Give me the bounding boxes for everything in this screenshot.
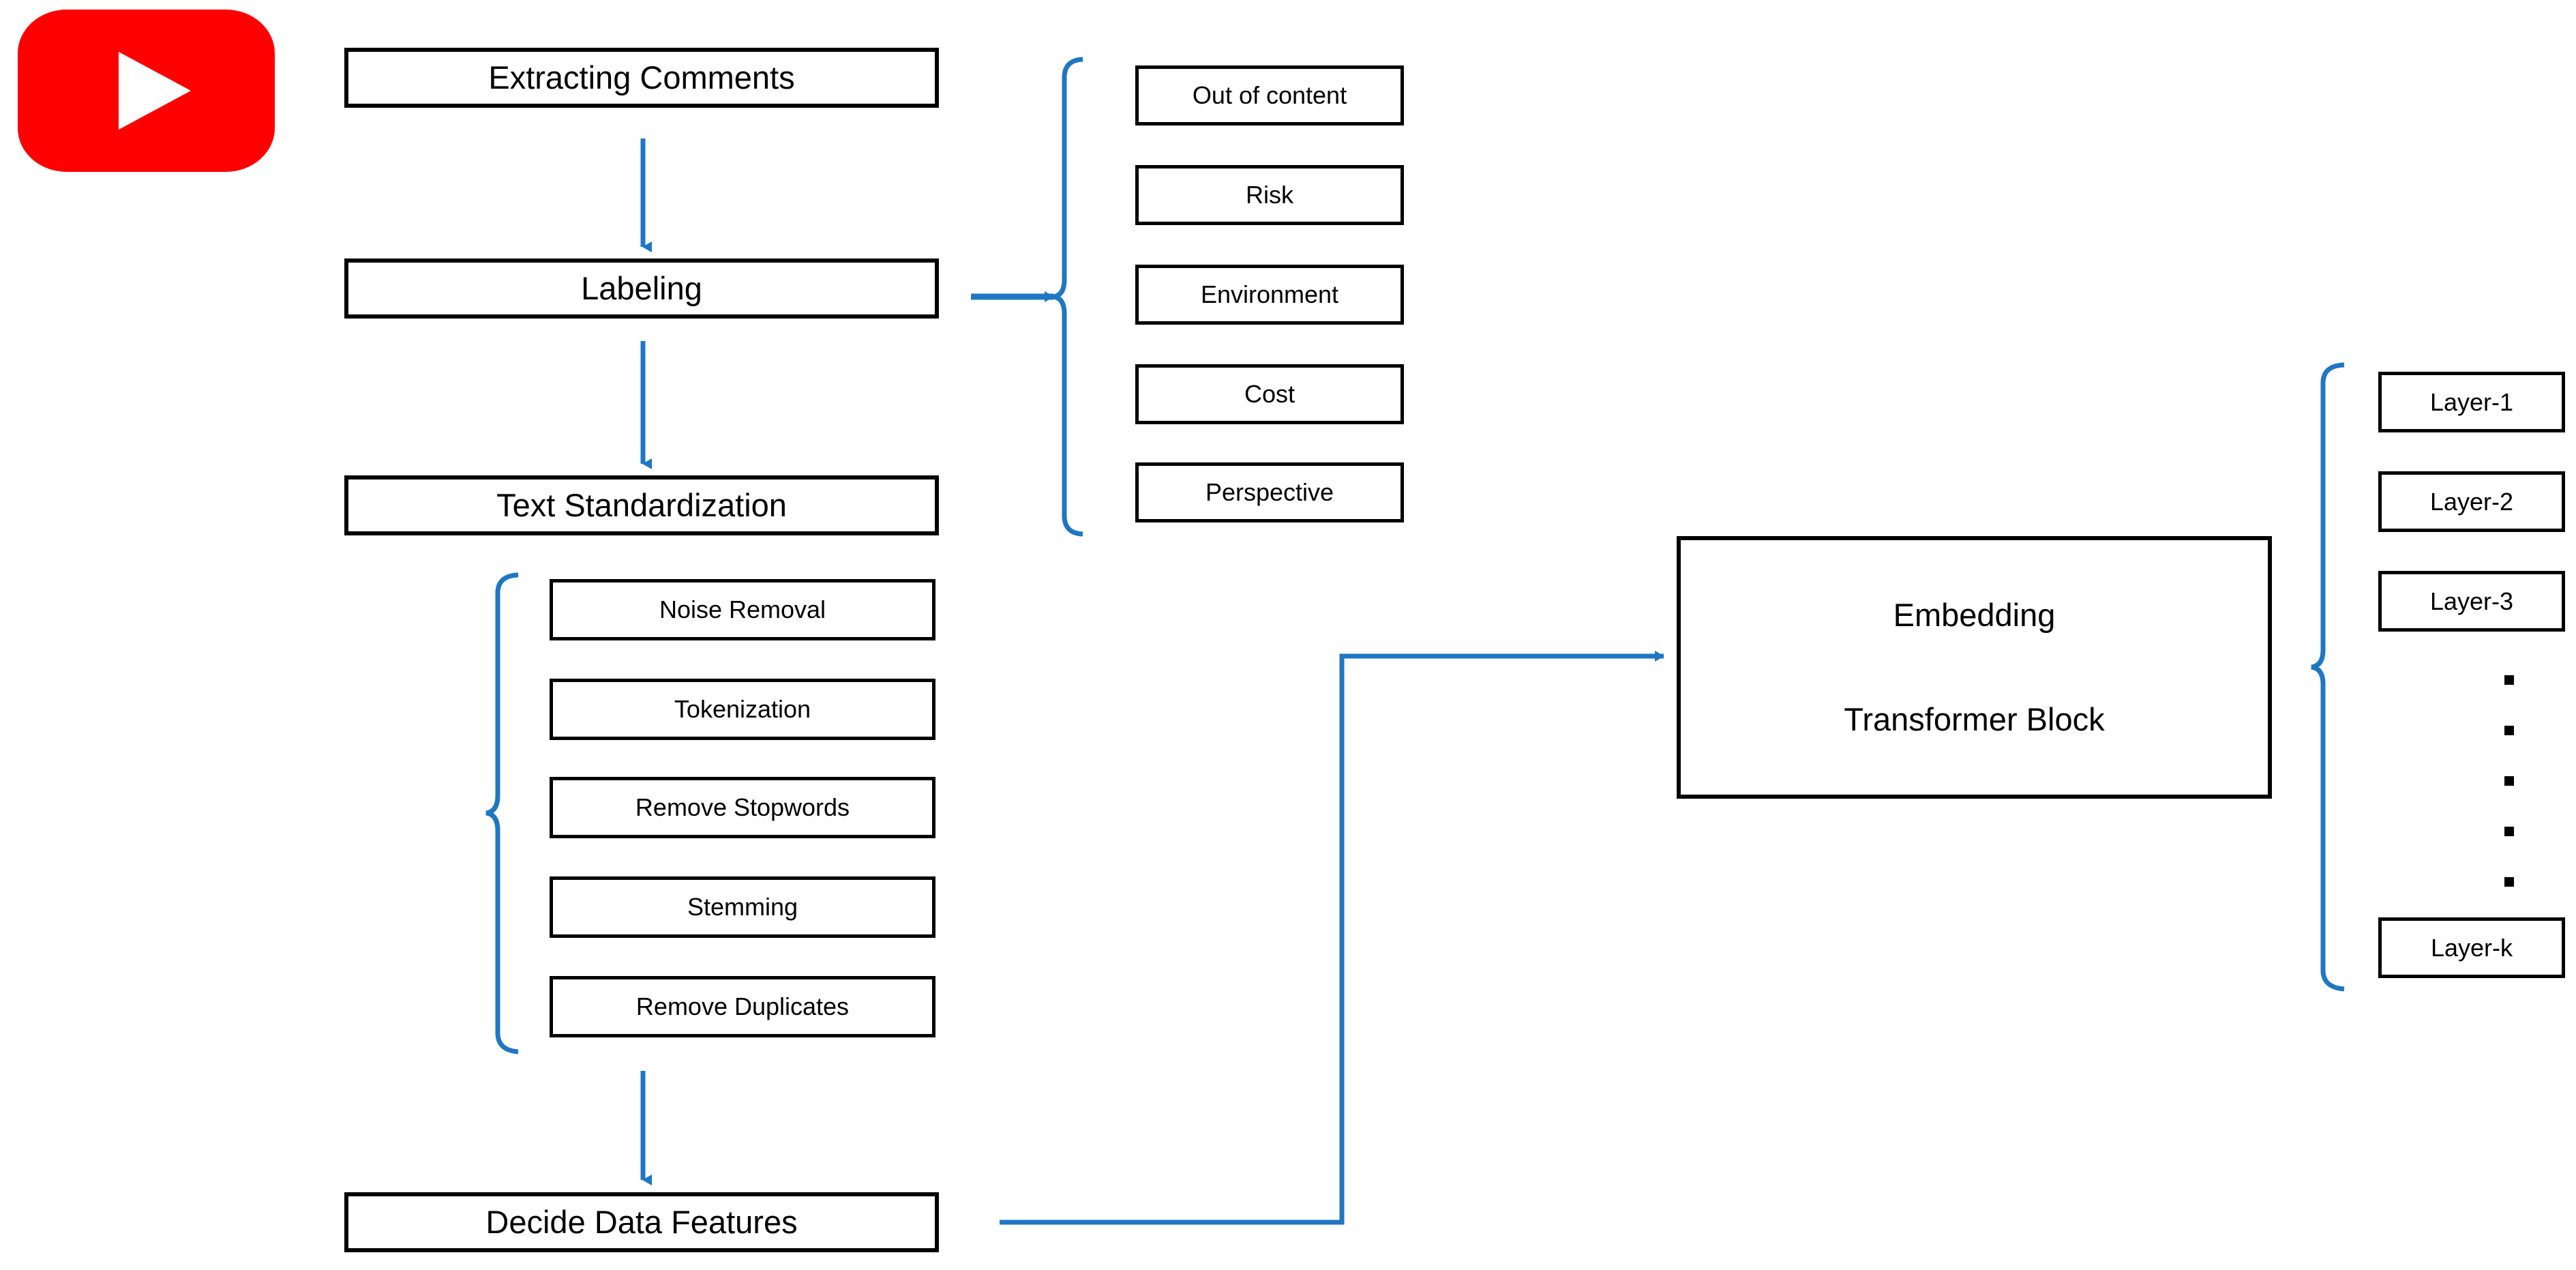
layers-brace xyxy=(2311,362,2345,992)
node-label: Remove Stopwords xyxy=(635,793,850,822)
node-embedding-transformer-block[interactable]: Embedding Transformer Block xyxy=(1677,536,2272,799)
node-layer-2[interactable]: Layer-2 xyxy=(2378,471,2565,532)
node-layer-k[interactable]: Layer-k xyxy=(2378,917,2565,978)
ellipsis-dot xyxy=(2504,877,2514,887)
node-label: Layer-3 xyxy=(2429,587,2514,615)
node-label: Layer-k xyxy=(2430,933,2513,962)
node-label: Stemming xyxy=(687,893,798,921)
node-label: Remove Duplicates xyxy=(635,992,850,1021)
node-labeling[interactable]: Labeling xyxy=(344,259,939,319)
node-step-remove-stopwords[interactable]: Remove Stopwords xyxy=(550,777,935,838)
node-label: Perspective xyxy=(1205,478,1334,507)
label-categories-brace xyxy=(1053,57,1083,537)
node-text-standardization[interactable]: Text Standardization xyxy=(344,475,939,535)
node-extracting-comments[interactable]: Extracting Comments xyxy=(344,48,939,108)
ellipsis-dot xyxy=(2504,776,2514,786)
standardization-steps-brace xyxy=(485,572,519,1054)
node-label: Noise Removal xyxy=(659,595,826,624)
node-label: Cost xyxy=(1244,380,1296,409)
node-label: Risk xyxy=(1246,181,1293,209)
node-layer-3[interactable]: Layer-3 xyxy=(2378,571,2565,632)
node-step-noise-removal[interactable]: Noise Removal xyxy=(550,579,935,640)
node-category-environment[interactable]: Environment xyxy=(1135,265,1404,325)
node-label: Layer-2 xyxy=(2429,487,2514,516)
node-decide-data-features[interactable]: Decide Data Features xyxy=(344,1192,939,1252)
node-layer-1[interactable]: Layer-1 xyxy=(2378,372,2565,432)
node-label: Tokenization xyxy=(674,695,811,724)
youtube-logo-icon xyxy=(18,10,275,172)
ellipsis-dot xyxy=(2504,675,2514,685)
node-label: Out of content xyxy=(1192,81,1347,110)
node-label: Labeling xyxy=(581,270,702,307)
embedding-label: Embedding xyxy=(1893,597,2056,634)
node-label: Decide Data Features xyxy=(485,1204,798,1241)
node-step-tokenization[interactable]: Tokenization xyxy=(550,679,935,740)
node-label: Extracting Comments xyxy=(488,59,795,96)
node-step-remove-duplicates[interactable]: Remove Duplicates xyxy=(550,976,935,1037)
layers-ellipsis-icon xyxy=(2496,675,2523,887)
transformer-block-label: Transformer Block xyxy=(1844,700,2105,737)
node-step-stemming[interactable]: Stemming xyxy=(550,876,935,938)
ellipsis-dot xyxy=(2504,726,2514,735)
node-label: Text Standardization xyxy=(496,487,787,524)
arrow-features-to-embedding xyxy=(1000,651,1664,1225)
node-category-risk[interactable]: Risk xyxy=(1135,165,1404,225)
node-label: Layer-1 xyxy=(2429,387,2514,416)
node-category-perspective[interactable]: Perspective xyxy=(1135,462,1404,522)
node-category-out-of-content[interactable]: Out of content xyxy=(1135,65,1404,125)
node-category-cost[interactable]: Cost xyxy=(1135,364,1404,424)
node-label: Environment xyxy=(1200,280,1339,309)
ellipsis-dot xyxy=(2504,827,2514,836)
